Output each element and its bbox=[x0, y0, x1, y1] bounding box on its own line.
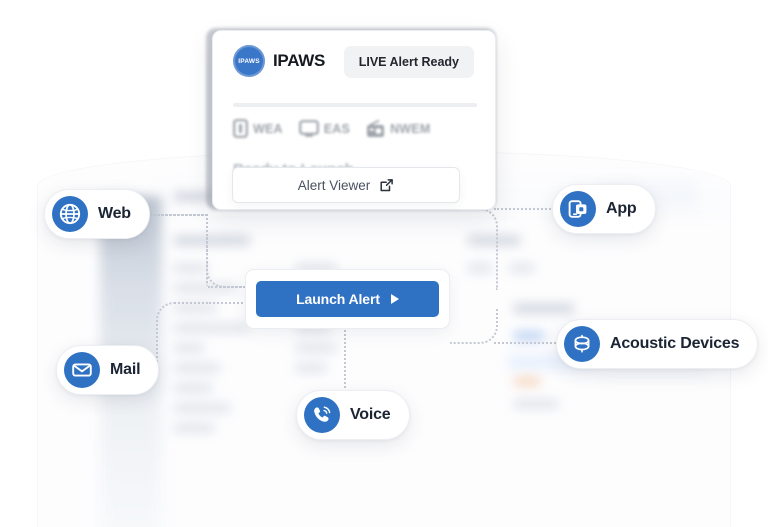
connector-web-corner bbox=[206, 234, 208, 286]
backdrop-text bbox=[174, 324, 248, 332]
ipaws-channel-wea: WEA bbox=[233, 119, 283, 138]
backdrop-text bbox=[514, 332, 544, 340]
ipaws-channel-eas: EAS bbox=[298, 120, 351, 137]
launch-alert-card: Launch Alert bbox=[245, 269, 450, 329]
siren-speaker-icon bbox=[564, 326, 600, 362]
backdrop-text bbox=[296, 364, 326, 372]
connector-acoustic-h bbox=[494, 342, 556, 344]
backdrop-text bbox=[174, 384, 212, 392]
connector-app-elbow bbox=[450, 208, 498, 290]
ipaws-logo-icon: IPAWS bbox=[233, 45, 265, 77]
channel-pill-web[interactable]: Web bbox=[44, 189, 150, 239]
connector-app-h bbox=[494, 208, 554, 210]
ipaws-wordmark: IPAWS bbox=[273, 51, 326, 70]
alert-viewer-button[interactable]: Alert Viewer bbox=[232, 167, 460, 203]
connector-web-v bbox=[206, 214, 208, 252]
backdrop-text bbox=[174, 424, 214, 432]
backdrop-text bbox=[468, 236, 520, 245]
backdrop-text bbox=[174, 404, 230, 412]
alert-viewer-label: Alert Viewer bbox=[297, 177, 371, 193]
ipaws-header: IPAWS IPAWS bbox=[233, 45, 325, 77]
connector-mail-elbow bbox=[156, 302, 208, 364]
backdrop-text bbox=[174, 364, 220, 372]
globe-icon bbox=[52, 196, 88, 232]
backdrop-text bbox=[468, 264, 492, 272]
backdrop-text bbox=[174, 344, 204, 352]
channel-label: EAS bbox=[323, 121, 351, 136]
connector-mail-h bbox=[206, 302, 250, 304]
backdrop-text bbox=[514, 378, 540, 385]
backdrop-text bbox=[174, 236, 250, 245]
connector-voice-v bbox=[344, 330, 346, 392]
channel-pill-label: App bbox=[606, 200, 637, 217]
backdrop-text bbox=[296, 264, 336, 272]
external-link-icon bbox=[380, 178, 394, 191]
connector-web-elbow bbox=[206, 262, 250, 288]
connector-acoustic-elbow bbox=[450, 308, 498, 344]
channel-label: NWEM bbox=[390, 121, 431, 136]
channel-pill-label: Voice bbox=[350, 406, 391, 423]
backdrop-text bbox=[510, 264, 534, 272]
television-icon bbox=[298, 120, 319, 137]
backdrop-text bbox=[514, 304, 574, 313]
phone-ringing-icon bbox=[304, 397, 340, 433]
backdrop-text bbox=[296, 344, 336, 352]
connector-web-h1 bbox=[140, 214, 208, 216]
status-badge: LIVE Alert Ready bbox=[343, 46, 474, 78]
panel-divider bbox=[233, 103, 477, 107]
channel-pill-label: Web bbox=[98, 205, 131, 222]
channel-pill-acoustic-devices[interactable]: Acoustic Devices bbox=[556, 319, 759, 369]
channel-label: WEA bbox=[253, 121, 283, 136]
backdrop-text bbox=[514, 400, 558, 408]
launch-alert-button[interactable]: Launch Alert bbox=[256, 281, 439, 317]
ipaws-logo-text: IPAWS bbox=[238, 57, 260, 65]
backdrop-text bbox=[174, 192, 232, 201]
mobile-phone-icon bbox=[233, 119, 248, 138]
envelope-icon bbox=[64, 352, 100, 388]
channel-pill-mail[interactable]: Mail bbox=[56, 345, 160, 395]
channel-pill-app[interactable]: App bbox=[552, 184, 656, 234]
launch-alert-label: Launch Alert bbox=[296, 291, 380, 307]
backdrop-text bbox=[174, 264, 208, 272]
channel-pill-label: Mail bbox=[110, 361, 141, 378]
channel-pill-voice[interactable]: Voice bbox=[296, 390, 410, 440]
play-triangle-icon bbox=[390, 294, 399, 304]
channel-pill-label: Acoustic Devices bbox=[610, 335, 740, 352]
radio-icon bbox=[367, 119, 385, 137]
ipaws-channel-list: WEA EAS NWEM bbox=[233, 119, 430, 138]
mobile-app-icon bbox=[560, 191, 596, 227]
ipaws-channel-nwem: NWEM bbox=[366, 119, 430, 138]
backdrop-text bbox=[174, 284, 236, 292]
